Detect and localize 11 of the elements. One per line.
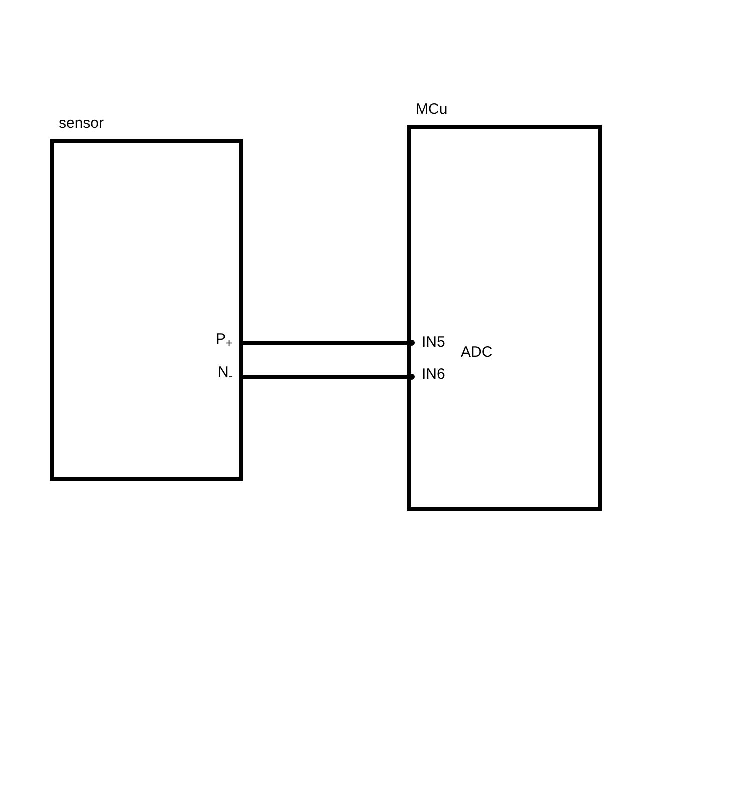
pin-label: IN5	[422, 334, 446, 352]
pin-label: IN6	[422, 366, 446, 384]
block-heading: MCu	[416, 101, 448, 119]
block-box	[50, 139, 243, 481]
pin-label: P$_{+}$	[216, 331, 233, 349]
pin-label: ADC	[461, 344, 493, 362]
wire	[243, 340, 415, 346]
wire	[243, 374, 415, 380]
block-box	[407, 125, 602, 511]
block-heading: sensor	[59, 115, 104, 133]
pin-label: N$_{-}$	[218, 364, 233, 382]
